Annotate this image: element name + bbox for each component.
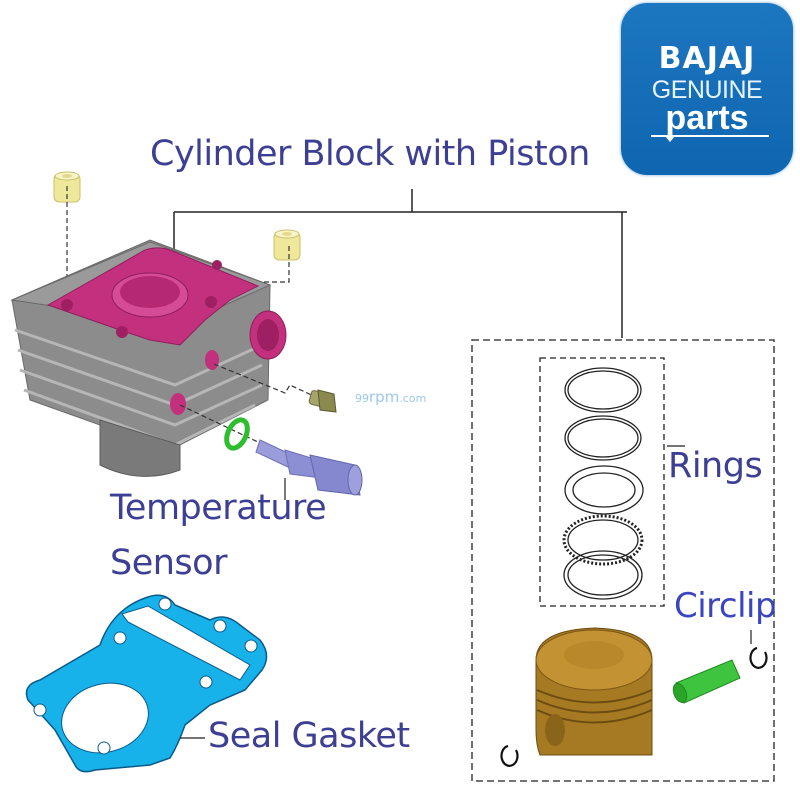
rings-group-box [539, 357, 665, 607]
circlip-icon [749, 646, 768, 669]
piston-rings-icon [562, 367, 644, 600]
piston-pin-icon [672, 659, 741, 704]
piston-icon [535, 627, 653, 756]
temperature-sensor-icon [255, 439, 363, 496]
logo-brand: BAJAJ [658, 41, 756, 76]
seal-gasket-icon [25, 594, 268, 773]
watermark-main: rpm [369, 388, 400, 406]
logo-arrow-icon [665, 136, 675, 142]
rings-label: Rings [668, 446, 763, 486]
watermark: 99rpm.com [355, 388, 426, 406]
circlip-icon [500, 744, 519, 767]
logo-underline [651, 135, 769, 137]
temperature-sensor-label-line1: Temperature [110, 488, 327, 528]
plug-bolt-icon [308, 389, 337, 413]
watermark-suffix: .com [399, 392, 427, 405]
seal-gasket-label: Seal Gasket [208, 716, 410, 756]
o-ring-icon [224, 417, 250, 451]
dowel-pin-icon [273, 229, 301, 261]
circlip-label: Circlip [674, 586, 777, 626]
logo-genuine: GENUINE [651, 76, 763, 104]
piston-group-box [471, 339, 775, 782]
diagram-title: Cylinder Block with Piston [150, 134, 590, 174]
cylinder-block-icon [10, 239, 287, 477]
sensor-guide-lines [179, 363, 319, 463]
logo-parts: parts [665, 99, 749, 137]
watermark-prefix: 99 [355, 392, 369, 405]
bajaj-genuine-parts-logo: BAJAJ GENUINE parts [621, 3, 793, 175]
temperature-sensor-label-line2: Sensor [110, 543, 227, 583]
